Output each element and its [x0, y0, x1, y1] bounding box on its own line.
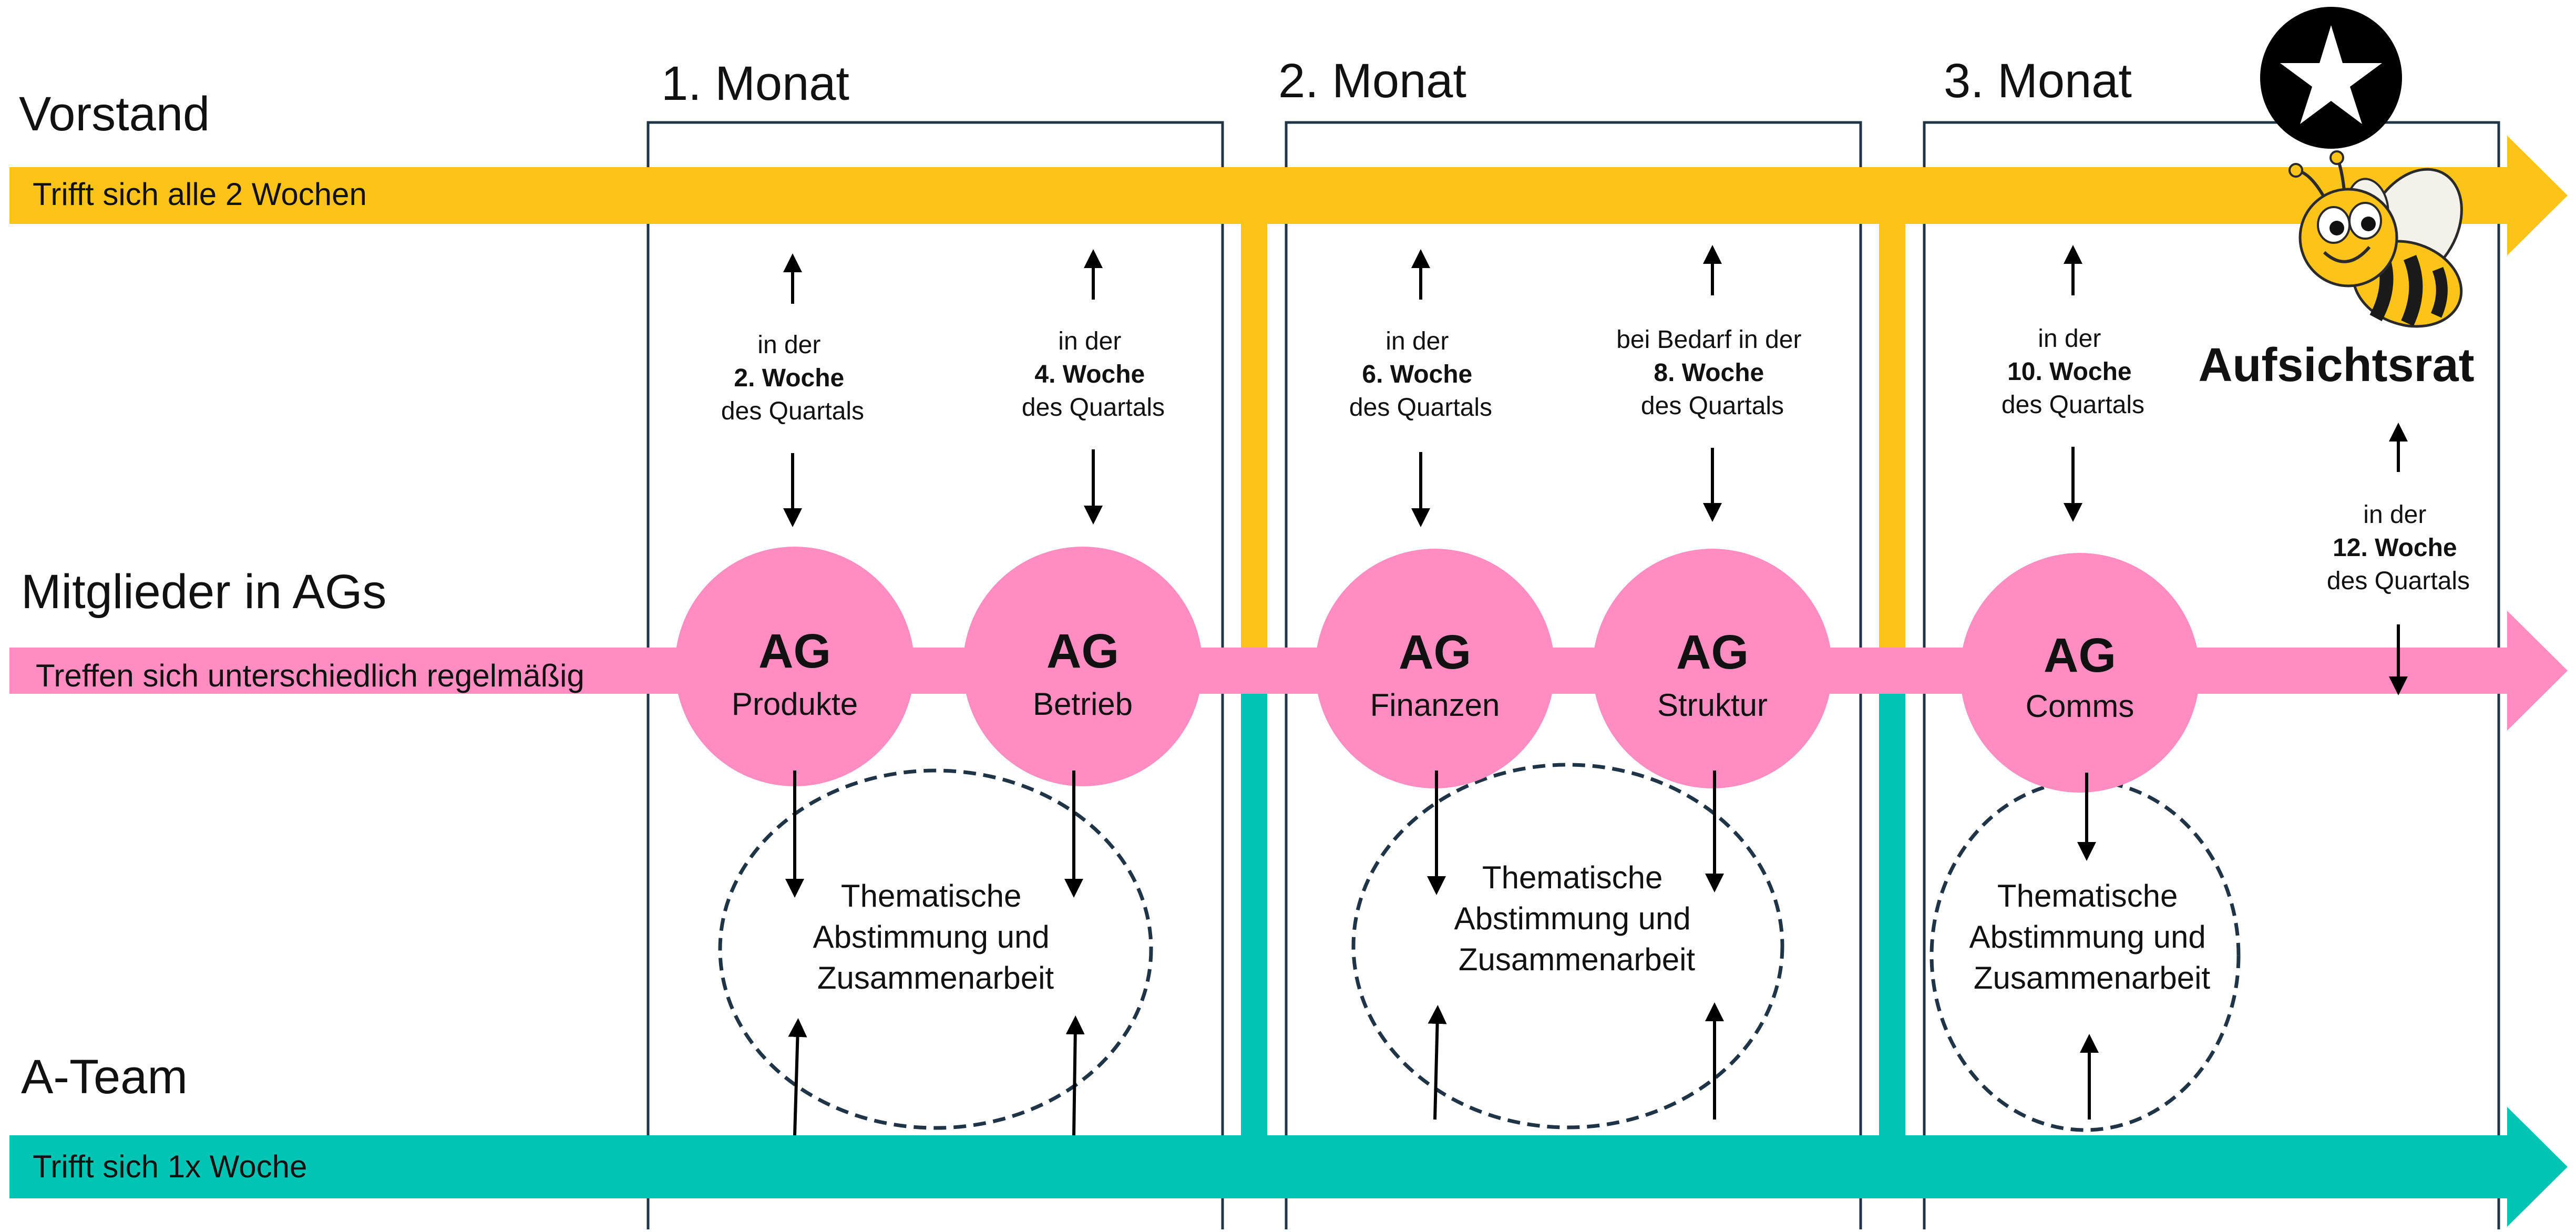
collab-1-line-2: Abstimmung und: [813, 919, 1050, 954]
week-note-6: in der 6. Woche des Quartals: [1349, 327, 1492, 422]
flow-arrows: [783, 245, 2408, 1136]
week-note-8-week: 8. Woche: [1654, 359, 1764, 387]
week-note-2: in der 2. Woche des Quartals: [721, 331, 864, 425]
ag-prefix-betrieb: AG: [1046, 624, 1119, 678]
ag-prefix-struktur: AG: [1676, 625, 1749, 679]
week-notes: in der 2. Woche des Quartals in der 4. W…: [721, 325, 2470, 595]
ag-circles: [675, 547, 2200, 793]
ag-circle-comms: [1960, 553, 2200, 793]
ag-prefix-finanzen: AG: [1399, 625, 1471, 679]
week-note-8-line-1: bei Bedarf in der: [1616, 326, 1801, 354]
ag-name-struktur: Struktur: [1657, 687, 1768, 723]
collab-2-line-3: Zusammenarbeit: [1459, 942, 1696, 977]
week-note-4-line-3: des Quartals: [1022, 394, 1165, 422]
arrow-ateam-up-1: [788, 1018, 807, 1136]
collab-3-line-1: Thematische: [1997, 878, 2178, 913]
connector-teal-1: [1241, 673, 1267, 1141]
collab-2-line-2: Abstimmung und: [1454, 901, 1691, 936]
ag-circle-struktur: [1593, 549, 1832, 788]
month-title-3: 3. Monat: [1944, 54, 2132, 108]
lane-connectors: [1241, 221, 1905, 1141]
week-note-12-line-3: des Quartals: [2327, 567, 2470, 595]
star-icon: [2260, 7, 2402, 149]
week-note-12-week: 12. Woche: [2333, 534, 2457, 562]
collab-3-line-2: Abstimmung und: [1969, 919, 2206, 954]
collaboration-ellipse-3: [1930, 779, 2241, 1132]
week-note-12: in der 12. Woche des Quartals: [2327, 501, 2470, 595]
lane-arrow-vorstand: [9, 136, 2568, 255]
arrow-ateam-up-3: [1428, 1005, 1447, 1120]
collaboration-text-2: Thematische Abstimmung und Zusammenarbei…: [1454, 860, 1700, 977]
week-note-4-line-1: in der: [1058, 327, 1121, 355]
collaboration-text-1: Thematische Abstimmung und Zusammenarbei…: [813, 878, 1059, 995]
collaboration-text-3: Thematische Abstimmung und Zusammenarbei…: [1969, 878, 2215, 995]
lane-arrow-mitglieder: [9, 611, 2568, 731]
aufsichtsrat-label: Aufsichtsrat: [2198, 339, 2474, 392]
bee-icon: [2288, 150, 2463, 328]
collaboration-ellipse-2: [1351, 763, 1784, 1130]
month-title-1: 1. Monat: [661, 57, 849, 110]
collaboration-ellipses: [718, 763, 2241, 1132]
lane-title-ateam: A-Team: [21, 1050, 188, 1104]
week-note-6-line-3: des Quartals: [1349, 394, 1492, 422]
ag-prefix-comms: AG: [2044, 629, 2116, 682]
collab-3-line-3: Zusammenarbeit: [1974, 960, 2211, 995]
week-note-8: bei Bedarf in der 8. Woche des Quartals: [1616, 326, 1809, 420]
collab-1-line-1: Thematische: [841, 878, 1021, 913]
lane-title-mitglieder: Mitglieder in AGs: [21, 565, 386, 619]
ag-prefix-produkte: AG: [758, 624, 831, 678]
ag-circle-produkte: [675, 547, 915, 786]
ag-labels: AG Produkte AG Betrieb AG Finanzen AG St…: [732, 624, 2134, 724]
month-title-2: 2. Monat: [1278, 54, 1466, 108]
week-note-4-week: 4. Woche: [1034, 361, 1145, 388]
week-note-6-week: 6. Woche: [1362, 361, 1472, 388]
ag-circle-finanzen: [1315, 549, 1555, 788]
ag-name-produkte: Produkte: [732, 686, 858, 722]
week-note-4: in der 4. Woche des Quartals: [1022, 327, 1165, 422]
collab-2-line-1: Thematische: [1482, 860, 1662, 895]
lane-arrow-ateam: [9, 1107, 2568, 1227]
lane-label-vorstand: Trifft sich alle 2 Wochen: [33, 177, 367, 212]
week-note-10-week: 10. Woche: [2007, 358, 2132, 386]
lane-label-mitglieder: Treffen sich unterschiedlich regelmäßig: [36, 658, 584, 693]
lane-label-ateam: Trifft sich 1x Woche: [33, 1149, 307, 1184]
week-note-12-line-1: in der: [2363, 501, 2426, 529]
week-note-2-line-3: des Quartals: [721, 397, 864, 425]
collaboration-ellipse-1: [718, 768, 1153, 1130]
ag-name-finanzen: Finanzen: [1370, 687, 1500, 723]
arrow-ateam-up-2: [1065, 1015, 1085, 1136]
ag-name-betrieb: Betrieb: [1033, 686, 1133, 722]
week-note-6-line-1: in der: [1386, 327, 1449, 355]
connector-yellow-1: [1241, 221, 1267, 678]
connector-teal-2: [1879, 681, 1905, 1141]
week-note-2-line-1: in der: [757, 331, 820, 359]
ag-name-comms: Comms: [2026, 689, 2134, 724]
week-note-8-line-3: des Quartals: [1641, 392, 1784, 420]
lane-title-vorstand: Vorstand: [19, 87, 210, 141]
connector-yellow-2: [1879, 221, 1905, 681]
week-note-10-line-3: des Quartals: [2002, 391, 2144, 419]
ag-circle-betrieb: [963, 547, 1203, 786]
week-note-2-week: 2. Woche: [734, 364, 844, 392]
week-note-10: in der 10. Woche des Quartals: [2002, 325, 2144, 419]
week-note-10-line-1: in der: [2038, 325, 2101, 353]
collab-1-line-3: Zusammenarbeit: [817, 960, 1054, 995]
